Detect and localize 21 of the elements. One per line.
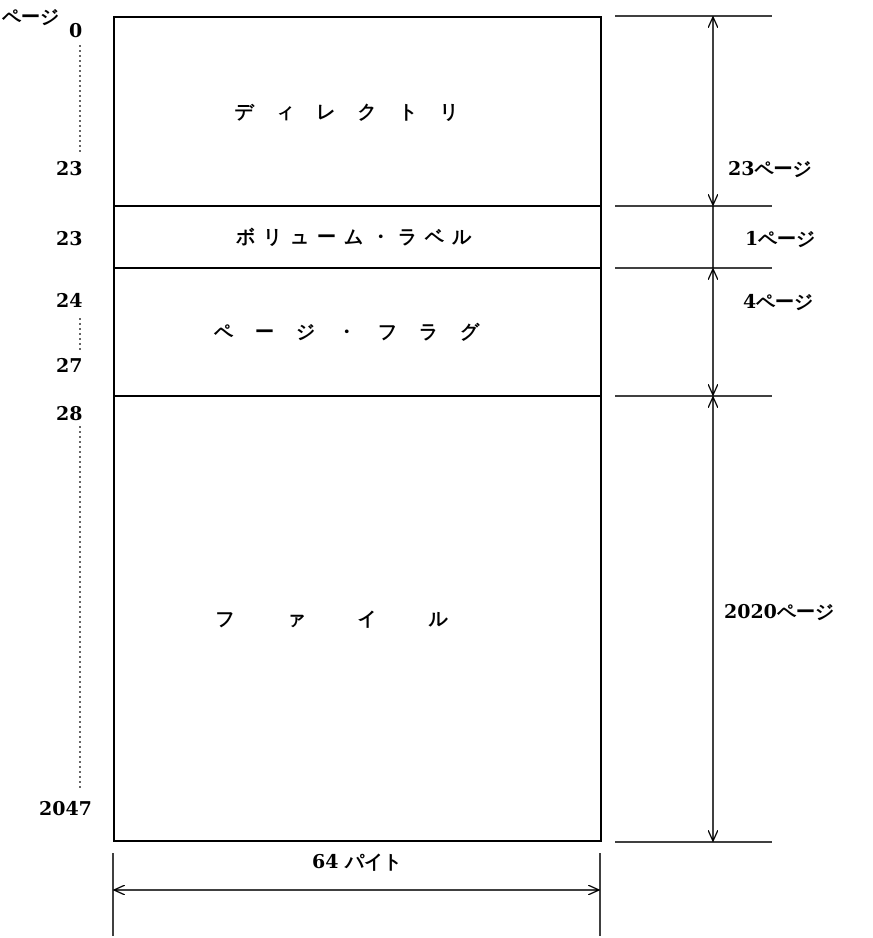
memory-region <box>113 395 602 842</box>
page-number: 23 <box>56 228 82 250</box>
axis-title: ページ <box>2 5 59 30</box>
page-number: 27 <box>56 355 82 377</box>
page-number: 24 <box>56 290 82 312</box>
memory-region <box>113 205 602 269</box>
page-number: 2047 <box>39 798 92 820</box>
region-name: ボリューム・ラベル <box>236 225 479 250</box>
dimension-text: 23ページ <box>728 157 812 182</box>
memory-region <box>113 267 602 397</box>
region-name: ファイル <box>216 606 500 632</box>
page-number: 23 <box>56 158 82 180</box>
dimension-text: 64 パイト <box>312 850 402 875</box>
page-number: 0 <box>69 20 82 42</box>
page-number: 28 <box>56 403 82 425</box>
region-name: ページ・フラグ <box>214 320 501 345</box>
dimension-text: 2020ページ <box>724 600 834 625</box>
dimension-text: 1ページ <box>745 227 816 252</box>
memory-region <box>113 16 602 207</box>
dimension-text: 4ページ <box>743 290 814 315</box>
region-name: ディレクトリ <box>234 100 480 124</box>
